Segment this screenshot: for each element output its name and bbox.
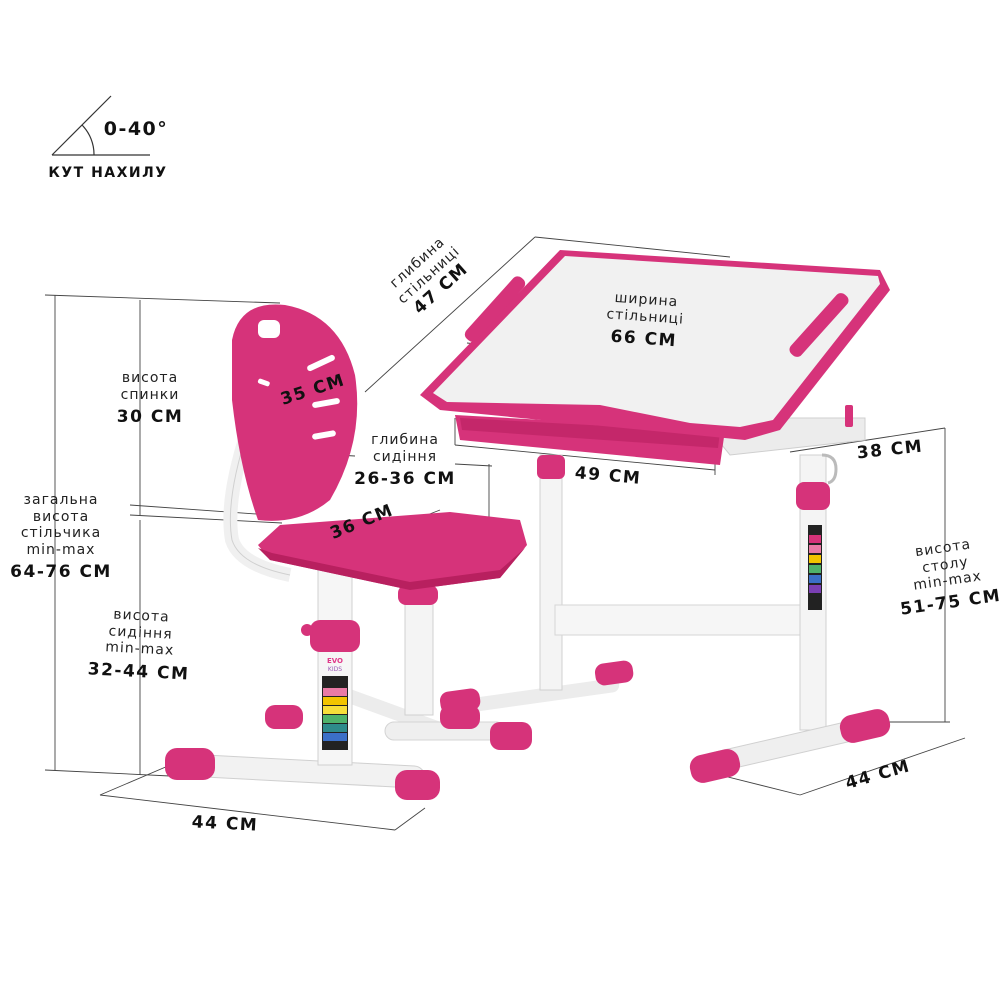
svg-text:EVO: EVO xyxy=(327,657,343,665)
seat-height-label: висота сидіння min-max 32-44 СМ xyxy=(87,606,190,685)
backrest-height-label: висота спинки 30 СМ xyxy=(116,370,184,428)
svg-text:KIDS: KIDS xyxy=(328,666,342,673)
desk xyxy=(420,250,891,783)
tilt-angle-value: 0-40° xyxy=(103,118,169,140)
chair-base-width-label: 44 СМ xyxy=(191,812,259,836)
tabletop-width-label: ширина стільниці 66 СМ xyxy=(606,289,685,352)
chair-total-height-label: загальна висота стільчика min-max 64-76 … xyxy=(10,492,112,583)
height-scale-sticker: EVO KIDS xyxy=(322,657,348,750)
tilt-angle-caption: КУТ НАХИЛУ xyxy=(48,165,168,181)
desk-height-label: висота столу min-max 51-75 СМ xyxy=(898,536,1000,620)
tilt-angle-icon xyxy=(51,95,150,156)
height-scale-sticker xyxy=(808,525,822,610)
tilt-angle-label: 0-40° xyxy=(96,118,176,140)
chair: EVO KIDS xyxy=(165,304,532,800)
seat-depth-label: глибина сидіння 26-36 СМ xyxy=(354,432,456,490)
